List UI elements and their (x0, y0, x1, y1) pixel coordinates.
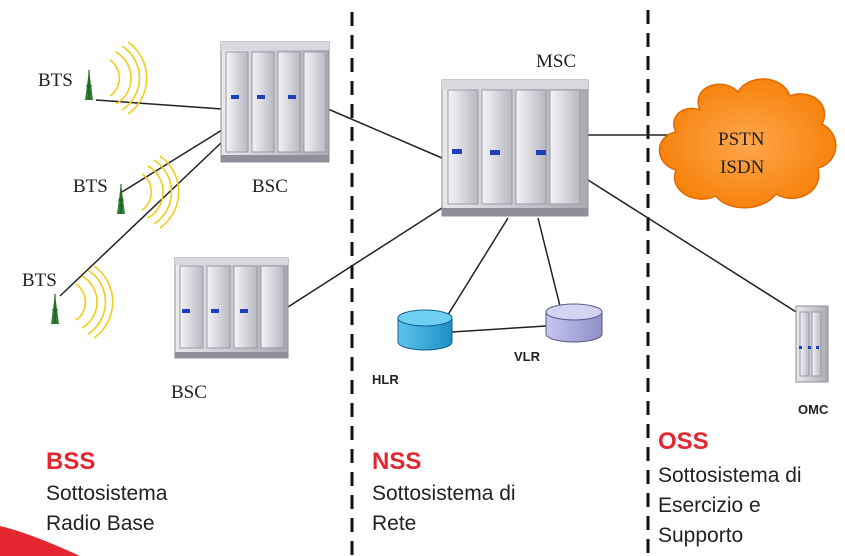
bss-section-title: BSS (46, 448, 96, 475)
bts-label-3: BTS (22, 270, 57, 291)
nss-section-description: Sottosistema di Rete (372, 479, 516, 539)
bsc-top-rack (220, 41, 330, 163)
bts-label-1: BTS (38, 70, 73, 91)
bts-antenna-icon-3 (50, 265, 114, 339)
bsc-bottom-rack (174, 257, 289, 359)
oss-desc-line: Supporto (658, 524, 744, 547)
hlr-database-icon (397, 309, 453, 351)
bss-desc-line: Sottosistema (46, 482, 168, 505)
pstn-label: PSTN (718, 129, 765, 150)
bsc-label-top: BSC (252, 176, 288, 197)
nss-section-title: NSS (372, 448, 422, 475)
hlr-label: HLR (372, 372, 399, 387)
oss-section-title: OSS (658, 428, 709, 455)
msc-rack (441, 79, 589, 217)
oss-section-description: Sottosistema di Esercizio e Supporto (658, 461, 802, 551)
omc-rack (795, 305, 829, 383)
bts-label-2: BTS (73, 176, 108, 197)
msc-label: MSC (536, 51, 576, 72)
pstn-cloud-icon (658, 78, 837, 209)
bss-section-description: Sottosistema Radio Base (46, 479, 167, 539)
vlr-database-icon (545, 303, 603, 343)
oss-desc-line: Sottosistema di (658, 464, 802, 487)
vlr-label: VLR (514, 349, 541, 364)
nss-desc-line: Sottosistema di (372, 482, 516, 505)
omc-label: OMC (798, 402, 829, 417)
bss-desc-line: Radio Base (46, 512, 155, 535)
oss-desc-line: Esercizio e (658, 494, 761, 517)
isdn-label: ISDN (720, 157, 765, 178)
nss-desc-line: Rete (372, 512, 417, 535)
connection-lines (59, 99, 813, 333)
bsc-label-bottom: BSC (171, 382, 207, 403)
red-swoosh-decoration (0, 526, 80, 556)
